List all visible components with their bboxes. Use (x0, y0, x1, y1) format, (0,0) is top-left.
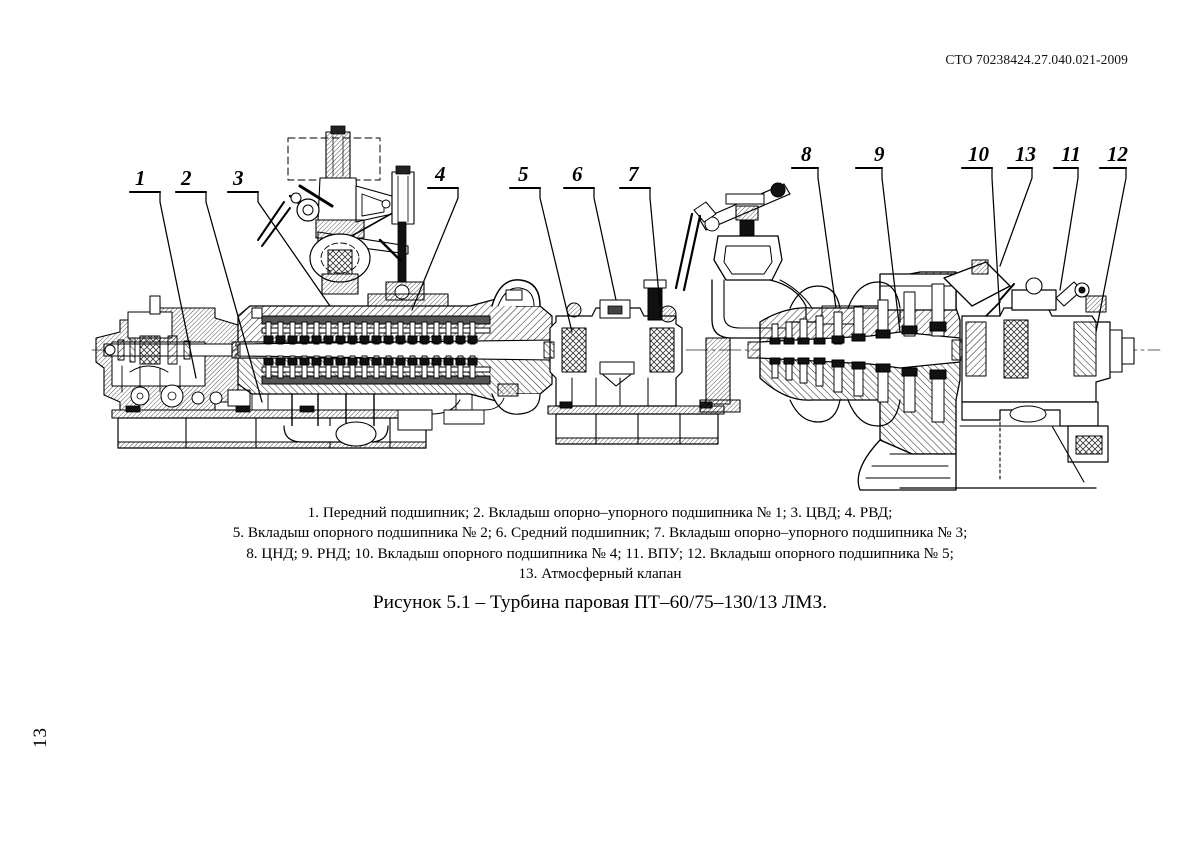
legend-line-1: 1. Передний подшипник; 2. Вкладыш опорно… (307, 504, 893, 521)
callout-label-9: 9 (874, 142, 885, 166)
callout-label-2: 2 (181, 166, 192, 190)
callout-label-1: 1 (135, 166, 146, 190)
turbine-drawing-svg (91, 125, 1161, 491)
legend-line-2: 5. Вкладыш опорного подшипника № 2; 6. С… (232, 524, 968, 542)
turbine-cross-section-figure (0, 110, 1200, 500)
figure-caption-block: 1. Передний подшипник; 2. Вкладыш опорно… (0, 503, 1200, 615)
callout-label-10: 10 (968, 142, 989, 166)
callout-label-3: 3 (233, 166, 244, 190)
figure-title: Рисунок 5.1 – Турбина паровая ПТ–60/75–1… (372, 591, 828, 613)
callout-label-12: 12 (1107, 142, 1128, 166)
legend-line-4: 13. Атмосферный клапан (518, 565, 682, 583)
page-number: 13 (30, 727, 51, 748)
callout-label-13: 13 (1015, 142, 1036, 166)
callout-label-6: 6 (572, 162, 583, 186)
callout-label-8: 8 (801, 142, 812, 166)
callout-label-5: 5 (518, 162, 529, 186)
callout-label-4: 4 (435, 162, 446, 186)
callout-label-11: 11 (1061, 142, 1081, 166)
legend-line-3: 8. ЦНД; 9. РНД; 10. Вкладыш опорного под… (246, 544, 954, 562)
document-standard-header: СТО 70238424.27.040.021-2009 (945, 52, 1128, 67)
callout-label-7: 7 (628, 162, 639, 186)
